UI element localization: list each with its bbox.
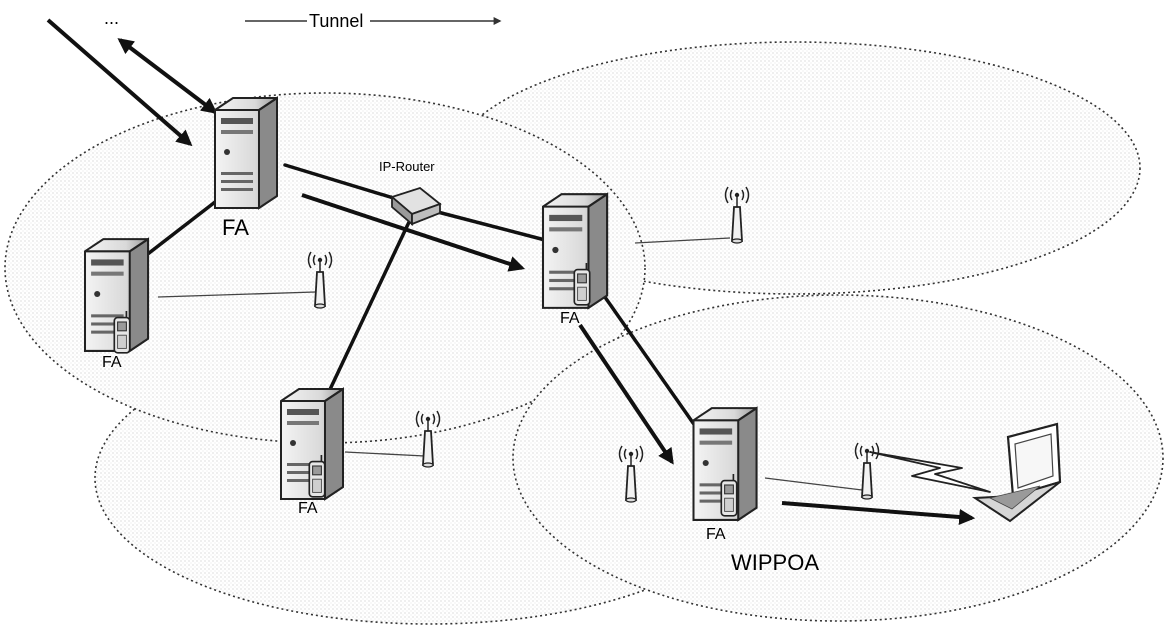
- link-fa-center-to-antenna: [634, 237, 731, 244]
- fa-server-top: [214, 97, 278, 209]
- link-fa-top-to-fa-left: [138, 190, 230, 262]
- coverage-cell-right: [512, 294, 1164, 622]
- mobile-phone-icon: [720, 474, 738, 517]
- fa-left-label: FA: [102, 354, 122, 371]
- mobile-phone-icon: [573, 263, 591, 306]
- link-router-to-fa-bottom: [323, 218, 412, 402]
- fa-top-label: FA: [222, 215, 249, 240]
- server-icon: [214, 97, 278, 209]
- arrow-to-fa-right: [578, 323, 674, 465]
- link-router-to-fa-center: [428, 208, 547, 242]
- wippoa-label: WIPPOA: [731, 550, 819, 575]
- fa-right-label: FA: [706, 526, 726, 543]
- ip-router-label: IP-Router: [379, 159, 435, 174]
- coverage-cell-left: [4, 92, 646, 444]
- fa-server-right: [692, 407, 758, 521]
- router-icon: [390, 186, 442, 226]
- traffic-arrows: [46, 18, 976, 525]
- tunnel-legend: Tunnel: [245, 11, 502, 31]
- fa-server-center: [541, 193, 609, 309]
- arrow-incoming: [46, 18, 193, 147]
- coverage-cells: [4, 41, 1164, 625]
- arrow-to-laptop: [781, 501, 976, 525]
- link-fa-left-to-antenna: [157, 291, 316, 298]
- link-fa-right-to-antenna: [764, 477, 863, 491]
- wireless-link-icon: [869, 451, 991, 493]
- wired-links: [138, 163, 707, 442]
- link-fa-bottom-to-antenna: [344, 451, 426, 457]
- link-fa-center-to-fa-right: [598, 288, 707, 442]
- fa-server-bottom: [279, 387, 345, 501]
- fa-server-left: [83, 238, 150, 354]
- tunnel-label: Tunnel: [309, 11, 363, 31]
- mobile-phone-icon: [113, 311, 131, 354]
- antenna-links: [157, 237, 863, 491]
- arrow-bidirectional: [117, 38, 218, 114]
- laptop-icon: [971, 422, 1062, 523]
- fa-bottom-label: FA: [298, 500, 318, 517]
- ellipsis-label: ...: [104, 8, 119, 28]
- mobile-phone-icon: [308, 455, 326, 498]
- fa-center-label: FA: [560, 310, 580, 327]
- link-fa-top-to-router: [283, 163, 402, 202]
- arrow-to-fa-center: [301, 193, 526, 272]
